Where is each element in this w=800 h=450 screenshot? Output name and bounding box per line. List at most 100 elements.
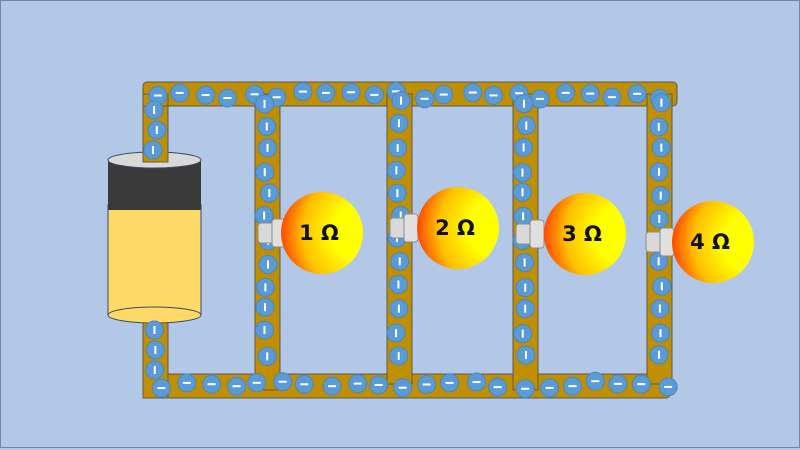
minus-sign-icon: [399, 211, 402, 220]
minus-sign-icon: [659, 329, 662, 338]
electron: [562, 376, 582, 396]
electron: [143, 140, 163, 160]
resistance-label: 1 Ω: [299, 221, 339, 245]
electron: [484, 85, 504, 105]
minus-sign-icon: [515, 92, 524, 95]
minus-sign-icon: [657, 122, 660, 131]
minus-sign-icon: [660, 282, 663, 291]
electron: [391, 91, 411, 111]
bulb-base: [529, 219, 545, 249]
electron: [602, 87, 622, 107]
electron: [254, 320, 274, 340]
electron: [390, 251, 410, 271]
minus-sign-icon: [658, 304, 661, 313]
electron: [258, 254, 278, 274]
electron: [651, 138, 671, 158]
electron: [202, 374, 222, 394]
electron: [515, 299, 535, 319]
electron: [631, 374, 651, 394]
minus-sign-icon: [445, 381, 454, 384]
electron: [434, 85, 454, 105]
minus-sign-icon: [657, 167, 660, 176]
electron: [255, 162, 275, 182]
electron: [515, 379, 535, 399]
minus-sign-icon: [396, 143, 399, 152]
minus-sign-icon: [263, 326, 266, 335]
minus-sign-icon: [658, 214, 661, 223]
electron: [417, 375, 437, 395]
electron: [255, 277, 275, 297]
minus-sign-icon: [154, 346, 157, 354]
minus-sign-icon: [266, 143, 269, 152]
minus-sign-icon: [298, 90, 307, 93]
electron: [649, 117, 669, 137]
minus-sign-icon: [659, 191, 662, 200]
bulb-1: 1 Ω: [257, 192, 363, 274]
electron: [387, 183, 407, 203]
minus-sign-icon: [395, 166, 398, 175]
electron: [415, 89, 435, 109]
bulb-glass: [672, 201, 754, 283]
electron: [386, 323, 406, 343]
minus-sign-icon: [396, 189, 399, 198]
minus-sign-icon: [489, 94, 498, 97]
minus-sign-icon: [397, 280, 400, 289]
minus-sign-icon: [607, 96, 616, 99]
bulb-2: 2 Ω: [389, 187, 499, 269]
electron: [388, 138, 408, 158]
electron: [255, 297, 275, 317]
minus-sign-icon: [536, 97, 545, 100]
minus-sign-icon: [321, 91, 330, 94]
minus-sign-icon: [175, 91, 184, 94]
minus-sign-icon: [153, 366, 156, 374]
electron: [247, 373, 267, 393]
electron: [556, 83, 576, 103]
minus-sign-icon: [182, 381, 191, 384]
minus-sign-icon: [664, 385, 673, 388]
electron: [388, 274, 408, 294]
minus-sign-icon: [395, 329, 398, 338]
minus-sign-icon: [268, 189, 271, 198]
minus-sign-icon: [153, 106, 156, 114]
minus-sign-icon: [392, 90, 401, 93]
minus-sign-icon: [397, 351, 400, 360]
electron: [316, 83, 336, 103]
electron: [651, 93, 671, 113]
electron: [293, 82, 313, 102]
minus-sign-icon: [545, 386, 554, 389]
electron: [466, 372, 486, 392]
bulb-base: [659, 227, 675, 257]
minus-sign-icon: [207, 383, 216, 386]
electron: [255, 94, 275, 114]
electron: [514, 94, 534, 114]
minus-sign-icon: [353, 382, 362, 385]
minus-sign-icon: [420, 97, 429, 100]
electron: [627, 84, 647, 104]
minus-sign-icon: [524, 350, 527, 359]
minus-sign-icon: [472, 381, 481, 384]
minus-sign-icon: [223, 97, 232, 100]
bulb-glass: [417, 187, 499, 269]
electron: [273, 372, 293, 392]
electron: [516, 345, 536, 365]
minus-sign-icon: [613, 382, 622, 385]
minus-sign-icon: [264, 303, 267, 312]
minus-sign-icon: [397, 119, 400, 128]
electron: [144, 100, 164, 120]
minus-sign-icon: [493, 386, 502, 389]
minus-sign-icon: [300, 383, 309, 386]
minus-sign-icon: [422, 383, 431, 386]
bulb-3: 3 Ω: [515, 193, 626, 275]
electron: [322, 376, 342, 396]
electron: [294, 374, 314, 394]
bulb-glass: [281, 192, 363, 274]
minus-sign-icon: [521, 329, 524, 338]
electron: [393, 378, 413, 398]
electron: [145, 360, 165, 380]
resistance-label: 3 Ω: [562, 222, 602, 246]
electron: [341, 82, 361, 102]
minus-sign-icon: [523, 99, 526, 108]
electron: [196, 85, 216, 105]
minus-sign-icon: [272, 96, 281, 99]
